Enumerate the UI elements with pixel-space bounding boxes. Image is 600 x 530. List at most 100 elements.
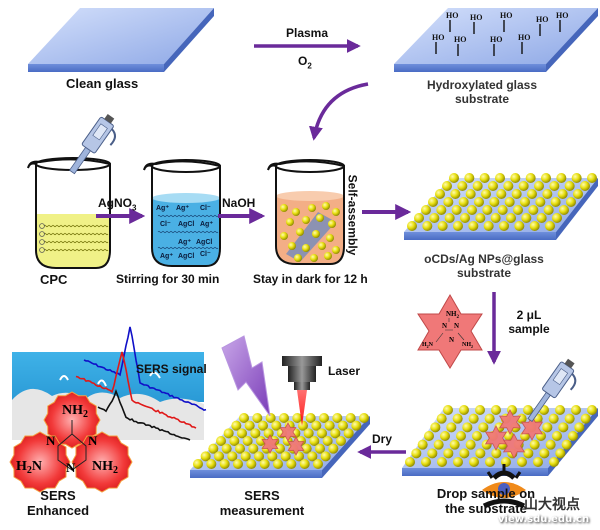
silver-nanoparticle [475,448,486,459]
melamine-star [279,422,297,442]
silver-nanoparticle [435,189,445,199]
watermark-url: view.sdu.edu.cn [498,514,590,525]
silver-nanoparticle [549,181,560,191]
melamine-star [287,436,305,456]
silver-nanoparticle [338,420,348,431]
label-o2: O2 [298,54,312,73]
silver-nanoparticle [301,443,312,454]
silver-nanoparticle [451,205,462,215]
ion-label: Ag⁺ [176,205,189,212]
hydroxyl-label: HO [536,15,548,24]
clean-glass-slab [28,8,214,72]
surfactant-chain [43,240,109,244]
silver-nanoparticle [573,189,583,199]
laser-icon [282,356,322,426]
silver-nanoparticle [442,181,452,191]
silver-nanoparticle [308,204,316,212]
silver-nanoparticle [520,197,530,207]
silver-nanoparticle [535,197,546,207]
label-naoh: NaOH [222,196,256,210]
silver-nanoparticle [444,213,455,223]
silver-nanoparticle [521,213,532,223]
silver-nanoparticle [542,422,553,433]
silver-nanoparticle [267,451,278,462]
silver-nanoparticle [303,428,314,439]
silver-nanoparticle [580,181,590,191]
silver-nanoparticle [328,443,339,454]
silver-nanoparticle [280,232,288,240]
label-stay-dark: Stay in dark for 12 h [253,272,368,286]
drop-line1: Drop sample on [436,486,536,501]
label-sample: 2 μL sample [504,308,554,336]
silver-nanoparticle [558,422,569,433]
svg-text:N: N [449,336,454,344]
ion-label: Cl⁻ [160,221,171,228]
silver-nanoparticle [485,457,495,467]
o2-subscript: 2 [307,61,312,71]
silver-nanoparticle [343,428,354,439]
silver-nanoparticle [246,459,257,469]
beaker-cpc [27,157,111,269]
silver-nanoparticle [523,448,534,459]
silver-nanoparticle [529,439,540,450]
label-cpc: CPC [40,272,68,287]
hydroxyl-label: HO [556,11,568,20]
melamine-star [484,425,508,451]
silver-nanoparticle [437,221,448,231]
hydroxylated-line2: substrate [454,92,510,106]
silver-nanoparticle [467,205,477,215]
silver-nanoparticle [474,197,484,207]
sers-enhanced-line1: SERS [40,488,76,503]
silver-nanoparticle [324,252,332,260]
svg-text:N: N [66,460,76,475]
silver-nanoparticle [525,173,536,183]
svg-text:N: N [442,322,447,330]
surfactant-chain [157,246,219,250]
label-sers-measurement: SERS measurement [212,488,312,518]
silver-nanoparticle [252,413,263,423]
silver-nanoparticle [417,439,428,450]
silver-nanoparticle [316,214,324,222]
silver-nanoparticle [286,218,294,226]
silver-nanoparticle [556,173,567,183]
silver-nanoparticle [326,234,334,242]
label-plasma: Plasma [286,26,329,40]
agno3-text: AgNO [98,196,132,210]
silver-nanoparticle [587,405,597,415]
silver-nanoparticle [541,173,551,183]
silver-nanoparticle [484,413,495,424]
svg-text:N: N [88,433,98,448]
silver-nanoparticle [517,457,527,467]
silver-nanoparticle [273,459,283,469]
cpc-head-group [39,231,45,237]
silver-nanoparticle [221,443,232,454]
silver-nanoparticle [443,197,454,207]
silver-nanoparticle [328,220,336,228]
silver-nanoparticle [464,173,475,183]
label-self-assembly: Self-assembly [345,174,360,256]
enhancement-blob [71,431,133,493]
silver-nanoparticle [292,208,300,216]
silver-nanoparticle [488,181,498,191]
silver-nanoparticle [428,197,438,207]
silver-nanoparticle [345,413,356,423]
drop-substrate [402,405,598,476]
silver-nanoparticle [548,413,559,424]
melamine-star: NH2 N N N H2N NH2 [417,294,483,369]
silver-nanoparticle [449,439,460,450]
silver-nanoparticle [552,213,562,223]
silver-nanoparticle [479,173,490,183]
silver-nanoparticle [206,459,217,469]
pipette-icon [527,358,577,422]
label-substrate: oCDs/Ag NPs@glass substrate [404,252,564,280]
silver-nanoparticle [542,189,553,199]
silver-nanoparticle [555,405,565,415]
silver-nanoparticle [244,420,255,431]
silver-nanoparticle [436,413,447,424]
silver-nanoparticle [250,428,261,439]
silver-nanoparticle [421,205,431,215]
silver-nanoparticle [459,448,470,459]
silver-nanoparticle [275,443,285,454]
silver-nanoparticle [312,230,320,238]
silver-nanoparticle [468,221,479,231]
